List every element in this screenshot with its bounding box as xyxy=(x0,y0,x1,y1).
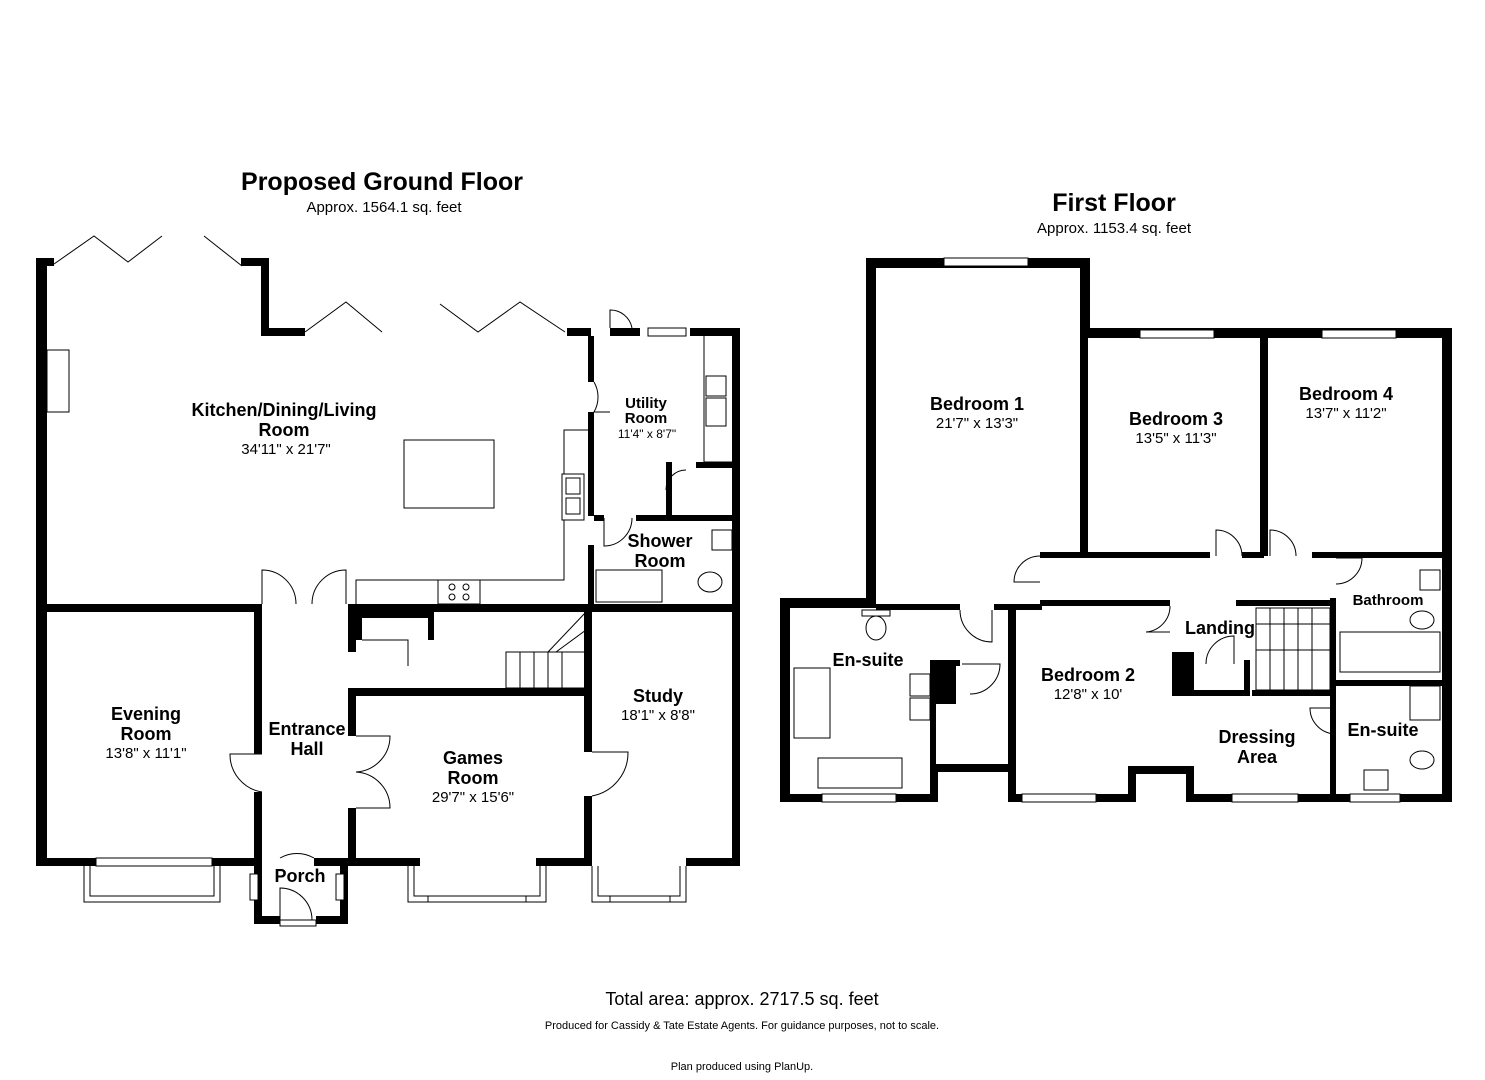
dressing-name-1: Dressing xyxy=(1218,727,1295,747)
utility-name-1: Utility xyxy=(625,395,667,412)
dressing-name-2: Area xyxy=(1237,747,1278,767)
first-floor-title: First Floor xyxy=(1052,189,1176,217)
games-dims: 29'7" x 15'6" xyxy=(432,789,514,806)
bedroom1-name: Bedroom 1 xyxy=(930,394,1024,414)
ground-floor-doors xyxy=(229,309,687,921)
ground-floor-area: Approx. 1564.1 sq. feet xyxy=(306,199,462,216)
games-name-1: Games xyxy=(443,748,503,768)
entrance-name-2: Hall xyxy=(290,739,323,759)
first-floor-labels: Bedroom 1 21'7" x 13'3" Bedroom 3 13'5" … xyxy=(832,384,1423,767)
bedroom1-dims: 21'7" x 13'3" xyxy=(936,415,1018,432)
bedroom3-dims: 13'5" x 11'3" xyxy=(1135,430,1216,447)
shower-name-2: Room xyxy=(635,551,686,571)
study-name: Study xyxy=(633,686,683,706)
bedroom4-name: Bedroom 4 xyxy=(1299,384,1393,404)
bathroom-name: Bathroom xyxy=(1353,592,1424,609)
utility-name-2: Room xyxy=(625,410,668,427)
ensuite1-name: En-suite xyxy=(832,650,903,670)
utility-dims: 11'4" x 8'7" xyxy=(618,427,676,441)
bedroom2-name: Bedroom 2 xyxy=(1041,665,1135,685)
bedroom2-dims: 12'8" x 10' xyxy=(1054,686,1123,703)
ensuite2-name: En-suite xyxy=(1347,720,1418,740)
landing-name: Landing xyxy=(1185,618,1255,638)
produced-using: Plan produced using PlanUp. xyxy=(671,1061,813,1073)
evening-name-1: Evening xyxy=(111,704,181,724)
ground-floor-labels: Kitchen/Dining/Living Room 34'11" x 21'7… xyxy=(105,395,695,886)
ground-floor-windows xyxy=(83,327,687,927)
first-floor-fixtures xyxy=(793,569,1441,791)
evening-dims: 13'8" x 11'1" xyxy=(105,745,186,762)
first-floor-windows xyxy=(821,257,1401,803)
total-area: Total area: approx. 2717.5 sq. feet xyxy=(605,989,878,1009)
footer: Total area: approx. 2717.5 sq. feet Prod… xyxy=(545,989,939,1073)
study-dims: 18'1" x 8'8" xyxy=(621,707,695,724)
kitchen-name-1: Kitchen/Dining/Living xyxy=(192,400,377,420)
games-name-2: Room xyxy=(448,768,499,788)
ground-floor-bifold-doors xyxy=(53,235,566,333)
kitchen-dims: 34'11" x 21'7" xyxy=(241,441,331,458)
first-floor-plan: First Floor Approx. 1153.4 sq. feet xyxy=(780,189,1452,803)
ground-floor-walls xyxy=(36,258,740,924)
ground-floor-title: Proposed Ground Floor xyxy=(241,168,523,196)
bedroom3-name: Bedroom 3 xyxy=(1129,409,1223,429)
ground-floor-fixtures xyxy=(46,336,733,689)
produced-for: Produced for Cassidy & Tate Estate Agent… xyxy=(545,1020,939,1032)
kitchen-name-2: Room xyxy=(259,420,310,440)
first-floor-doors xyxy=(959,529,1363,735)
ground-floor-plan: Proposed Ground Floor Approx. 1564.1 sq.… xyxy=(36,168,740,927)
bedroom4-dims: 13'7" x 11'2" xyxy=(1305,405,1386,422)
entrance-name-1: Entrance xyxy=(268,719,345,739)
shower-name-1: Shower xyxy=(627,531,692,551)
porch-name: Porch xyxy=(274,866,325,886)
first-floor-area: Approx. 1153.4 sq. feet xyxy=(1037,220,1192,237)
evening-name-2: Room xyxy=(121,724,172,744)
